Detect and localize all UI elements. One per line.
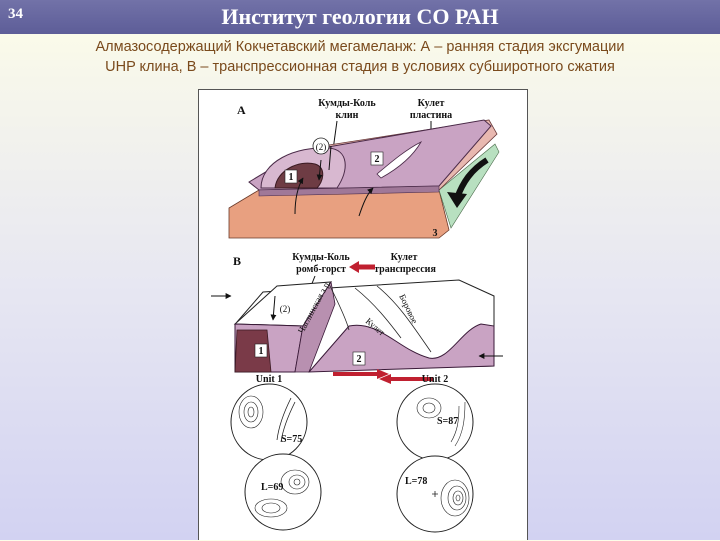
panel-b-marker-1: 1 [259, 346, 264, 357]
unit2-title: Unit 2 [422, 374, 448, 385]
slide-number: 34 [8, 6, 23, 22]
panel-a-lens [376, 141, 423, 179]
panel-b-trans-label-1: Кулет [391, 252, 418, 263]
stereonet-unit2-s: S=87 [396, 383, 474, 461]
panel-a-marker-p2: (2) [316, 142, 327, 152]
panel-b-trans-label-2: транспрессия [374, 264, 436, 275]
stereonet-unit2-l: L=78 [396, 455, 474, 533]
stereonet-unit1-s-label: S=75 [281, 434, 302, 445]
panel-a-marker-3: 3 [433, 228, 438, 239]
geology-figure: А Кумды-Коль клин Кулет пластина (2) 1 [198, 89, 528, 540]
stereonet-unit1-l-label: L=69 [261, 482, 283, 493]
panel-a-wedge-label-2: клин [336, 110, 359, 121]
title-bar: 34 Институт геологии СО РАН [0, 0, 720, 34]
stereonet-unit1-l: L=69 [244, 453, 322, 531]
panel-a-basal-plate [228, 189, 450, 239]
panel-a-marker-2: 2 [375, 154, 380, 165]
panel-b-marker-2: 2 [357, 354, 362, 365]
subtitle-line-1: Алмазосодержащий Кокчетавский мегамеланж… [95, 39, 625, 55]
stereonet-unit1-s: S=75 [230, 383, 308, 461]
slide-subtitle: Алмазосодержащий Кокчетавский мегамеланж… [0, 37, 720, 77]
panel-b-horst-label-2: ромб-горст [296, 264, 346, 275]
panel-b-letter: В [233, 254, 241, 268]
panel-a-marker-1: 1 [289, 172, 294, 183]
panel-b-horst-label-1: Кумды-Коль [292, 252, 350, 263]
unit1-title: Unit 1 [256, 374, 282, 385]
panel-b-marker-p2: (2) [280, 304, 291, 314]
stereonet-unit2-s-label: S=87 [437, 416, 458, 427]
panel-a-wedge-label-1: Кумды-Коль [318, 98, 376, 109]
panel-a-letter: А [237, 103, 246, 117]
stereonet-unit2-l-label: L=78 [405, 476, 427, 487]
figure-drawing: А Кумды-Коль клин Кулет пластина (2) 1 [211, 98, 503, 533]
slide-title: Институт геологии СО РАН [221, 4, 499, 29]
subtitle-line-2: UHP клина, В – транспрессионная стадия в… [105, 59, 615, 75]
panel-a-plate-label-2: пластина [410, 110, 452, 121]
panel-a-plate-label-1: Кулет [418, 98, 445, 109]
